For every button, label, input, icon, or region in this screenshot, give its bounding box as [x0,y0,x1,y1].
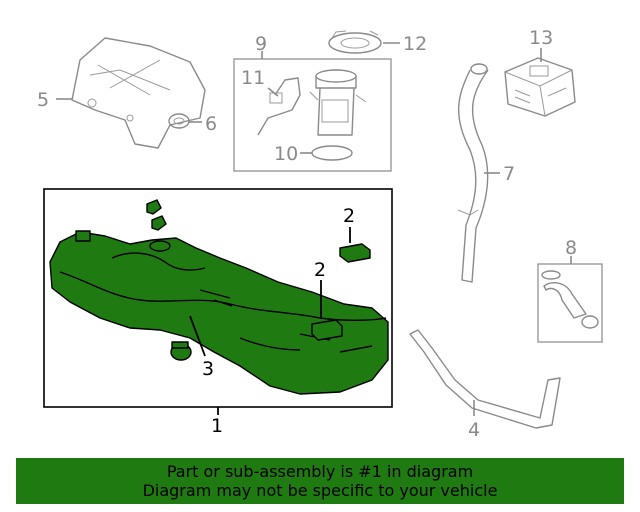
leader-line-3 [189,315,206,357]
insulator-pad-part-2-lower[interactable] [311,319,343,341]
callout-4[interactable]: 4 [468,419,480,441]
retainer-clips[interactable] [146,199,167,231]
callout-11[interactable]: 11 [241,67,265,89]
fuel-tank-part-1[interactable] [49,230,389,395]
vent-hose-group-box [537,263,603,343]
callout-6[interactable]: 6 [205,113,217,135]
control-module-part-13[interactable] [504,57,576,117]
callout-9[interactable]: 9 [255,33,267,55]
fuel-pump-group-box [233,58,392,172]
filler-pipe-part-7[interactable] [457,63,489,283]
fuel-level-sender-part-11[interactable] [257,77,301,136]
insulator-pad-part-2-upper[interactable] [339,243,371,263]
callout-8[interactable]: 8 [565,237,577,259]
callout-13[interactable]: 13 [529,27,553,49]
fuel-pump-module[interactable] [309,69,367,136]
leader-line-11 [267,87,279,97]
callout-2-upper[interactable]: 2 [343,205,355,227]
parts-diagram: 5 6 9 11 10 12 13 [37,27,603,441]
callout-3[interactable]: 3 [202,358,214,380]
banner-line-2: Diagram may not be specific to your vehi… [142,481,498,500]
callout-2-lower[interactable]: 2 [314,259,326,281]
callout-1[interactable]: 1 [211,415,223,437]
callout-5[interactable]: 5 [37,89,49,111]
banner-line-1: Part or sub-assembly is #1 in diagram [166,462,474,481]
notice-banner: Part or sub-assembly is #1 in diagram Di… [16,458,624,504]
tank-strap-part-4[interactable] [409,329,561,429]
heat-shield-part-5[interactable] [71,37,206,149]
grommet-part-6[interactable] [168,113,190,129]
vent-hose-part-8[interactable] [541,270,599,329]
lock-ring-part-12[interactable] [328,30,382,54]
callout-10[interactable]: 10 [274,143,298,165]
clip-part-3[interactable] [170,341,192,361]
callout-7[interactable]: 7 [503,163,515,185]
callout-12[interactable]: 12 [403,33,427,55]
o-ring-part-10[interactable] [311,145,353,161]
